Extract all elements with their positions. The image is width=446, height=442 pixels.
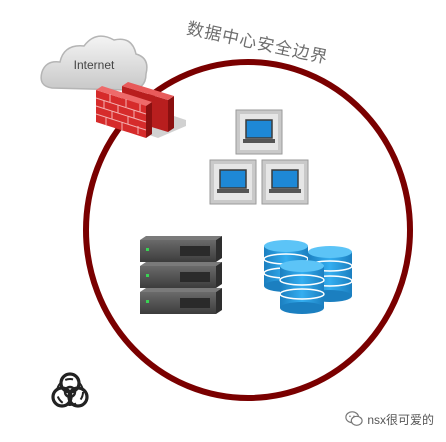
server-rack-icon xyxy=(140,236,222,314)
firewall-icon xyxy=(95,82,186,138)
database-icon xyxy=(263,240,353,314)
internet-label: Internet xyxy=(73,58,115,72)
biohazard-icon xyxy=(51,372,89,408)
computer-icon xyxy=(235,109,283,155)
computer-icon xyxy=(261,159,309,205)
cloud-icon xyxy=(40,35,148,91)
wechat-icon xyxy=(345,411,363,426)
watermark: nsx很可爱的 xyxy=(345,410,434,428)
watermark-text: nsx很可爱的 xyxy=(367,412,434,427)
boundary-ring xyxy=(83,59,413,401)
computer-icon xyxy=(209,159,257,205)
